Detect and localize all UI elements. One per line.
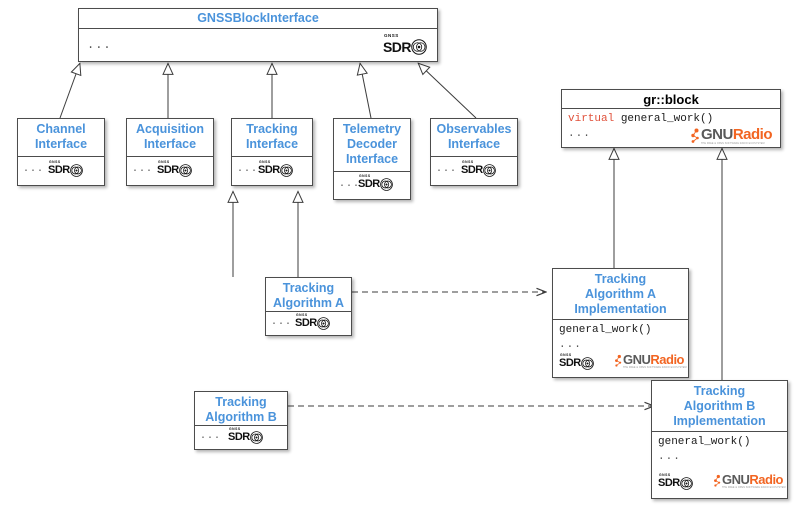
class-title-gnss-block-interface: GNSSBlockInterface: [79, 9, 437, 29]
gnss-sdr-logo-top: GNSS: [383, 33, 399, 38]
gnuradio-logo-gnu: GNU: [623, 352, 651, 367]
method-name: general_work(): [559, 324, 652, 336]
gnss-sdr-logo-top: GNSS: [462, 160, 474, 164]
gnss-sdr-logo-top: GNSS: [560, 353, 572, 357]
gnuradio-logo-tagline: THE FREE & OPEN SOFTWARE RADIO ECOSYSTEM: [623, 366, 687, 369]
members-ellipsis: ...: [658, 451, 681, 463]
class-box-tracking-algorithm-b-impl[interactable]: Tracking Algorithm B Implementation gene…: [651, 380, 788, 499]
gnuradio-logo: GNURadio THE FREE & OPEN SOFTWARE RADIO …: [614, 353, 687, 369]
gnss-sdr-logo: GNSS SDR: [157, 160, 192, 178]
gnss-sdr-dish-icon: [178, 164, 192, 178]
gnss-sdr-dish-icon: [679, 477, 693, 491]
gnuradio-logo-gnu: GNU: [722, 472, 750, 487]
gnss-sdr-logo-text: SDR: [559, 357, 581, 370]
members-ellipsis: ...: [271, 317, 293, 328]
gnss-sdr-logo-text: SDR: [48, 164, 70, 177]
members-ellipsis: ...: [559, 339, 582, 351]
gnss-sdr-dish-icon: [580, 357, 594, 371]
gnuradio-logo: GNURadio THE FREE & OPEN SOFTWARE RADIO …: [713, 473, 786, 489]
gnss-sdr-dish-icon: [69, 164, 83, 178]
gnss-sdr-dish-icon: [482, 164, 496, 178]
gnuradio-logo: GNURadio THE FREE & OPEN SOFTWARE RADIO …: [690, 126, 773, 145]
gnss-sdr-logo-top: GNSS: [49, 160, 61, 164]
gnss-sdr-logo-text: SDR: [358, 178, 380, 191]
class-box-acquisition-interface[interactable]: Acquisition Interface ... GNSS SDR: [126, 118, 214, 186]
gnss-sdr-dish-icon: [411, 38, 427, 55]
members-ellipsis: ...: [132, 164, 154, 175]
class-title-acquisition-interface: Acquisition Interface: [127, 119, 213, 157]
gnss-sdr-dish-icon: [379, 178, 393, 192]
class-box-telemetry-decoder-interface[interactable]: Telemetry Decoder Interface ... GNSS SDR: [333, 118, 411, 200]
class-box-observables-interface[interactable]: Observables Interface ... GNSS SDR: [430, 118, 518, 186]
gnss-sdr-logo-text: SDR: [658, 477, 680, 490]
members-ellipsis: ...: [568, 128, 591, 140]
gnuradio-mark-icon: [615, 355, 622, 367]
class-title-telemetry-decoder-interface: Telemetry Decoder Interface: [334, 119, 410, 172]
gnss-sdr-logo: GNSS SDR: [48, 160, 83, 178]
class-box-tracking-algorithm-a-impl[interactable]: Tracking Algorithm A Implementation gene…: [552, 268, 689, 378]
gnuradio-logo-tagline: THE FREE & OPEN SOFTWARE RADIO ECOSYSTEM: [700, 142, 765, 145]
gnss-sdr-logo: GNSS SDR: [382, 33, 427, 55]
class-box-tracking-algorithm-a[interactable]: Tracking Algorithm A ... GNSS SDR: [265, 277, 352, 336]
gnss-sdr-logo-text: SDR: [157, 164, 179, 177]
gnuradio-logo-tagline: THE FREE & OPEN SOFTWARE RADIO ECOSYSTEM: [722, 486, 786, 489]
wire-channel-to-root: [59, 62, 82, 119]
class-title-observables-interface: Observables Interface: [431, 119, 517, 157]
class-box-gnss-block-interface[interactable]: GNSSBlockInterface ... GNSS SDR: [78, 8, 438, 62]
gnss-sdr-dish-icon: [279, 164, 293, 178]
gnss-sdr-logo-top: GNSS: [229, 427, 241, 431]
gnss-sdr-logo-top: GNSS: [659, 473, 671, 477]
method-name: general_work(): [614, 113, 714, 125]
class-title-tracking-algorithm-b-impl: Tracking Algorithm B Implementation: [652, 381, 787, 432]
wire-telemetry-to-root: [356, 62, 372, 119]
gnss-sdr-logo: GNSS SDR: [258, 160, 293, 178]
gnss-sdr-dish-icon: [249, 431, 263, 445]
class-title-tracking-interface: Tracking Interface: [232, 119, 312, 157]
class-box-tracking-interface[interactable]: Tracking Interface ... GNSS SDR: [231, 118, 313, 186]
class-title-tracking-algorithm-a: Tracking Algorithm A: [266, 278, 351, 312]
class-title-tracking-algorithm-a-impl: Tracking Algorithm A Implementation: [553, 269, 688, 320]
class-title-gr-block: gr::block: [562, 90, 780, 109]
gnss-sdr-dish-icon: [316, 317, 330, 331]
gnss-sdr-logo-top: GNSS: [359, 174, 371, 178]
method-name: general_work(): [658, 436, 751, 448]
class-box-gr-block[interactable]: gr::block virtual general_work() ... GNU…: [561, 89, 781, 148]
members-ellipsis: ...: [200, 431, 222, 442]
gnuradio-logo-radio: Radio: [650, 352, 685, 367]
gnss-sdr-logo: GNSS SDR: [658, 473, 693, 491]
gnss-sdr-logo: GNSS SDR: [228, 427, 263, 445]
members-ellipsis: ...: [237, 164, 259, 175]
gnss-sdr-logo-text: SDR: [228, 431, 250, 444]
gnss-sdr-logo-text: SDR: [295, 317, 317, 330]
class-title-channel-interface: Channel Interface: [18, 119, 104, 157]
gnss-sdr-logo-text: SDR: [258, 164, 280, 177]
gnss-sdr-logo: GNSS SDR: [559, 353, 594, 371]
gnss-sdr-logo: GNSS SDR: [461, 160, 496, 178]
gnss-sdr-logo-top: GNSS: [158, 160, 170, 164]
gnss-sdr-logo-text: SDR: [461, 164, 483, 177]
method-signature: virtual general_work(): [568, 113, 713, 125]
wire-observables-to-root: [417, 62, 477, 119]
gnuradio-mark-icon: [691, 128, 699, 144]
class-title-tracking-algorithm-b: Tracking Algorithm B: [195, 392, 287, 426]
gnss-sdr-logo-top: GNSS: [296, 313, 308, 317]
members-ellipsis: ...: [339, 179, 361, 190]
members-ellipsis: ...: [23, 164, 45, 175]
keyword-virtual: virtual: [568, 113, 615, 125]
gnuradio-mark-icon: [714, 475, 721, 487]
gnss-sdr-logo: GNSS SDR: [295, 313, 330, 331]
gnuradio-logo-radio: Radio: [749, 472, 784, 487]
gnuradio-logo-radio: Radio: [732, 126, 773, 143]
class-box-tracking-algorithm-b[interactable]: Tracking Algorithm B ... GNSS SDR: [194, 391, 288, 450]
class-box-channel-interface[interactable]: Channel Interface ... GNSS SDR: [17, 118, 105, 186]
gnss-sdr-logo-top: GNSS: [259, 160, 271, 164]
members-ellipsis: ...: [87, 38, 112, 52]
gnss-sdr-logo: GNSS SDR: [358, 174, 393, 192]
members-ellipsis: ...: [436, 164, 458, 175]
gnss-sdr-logo-text: SDR: [382, 38, 412, 55]
gnuradio-logo-gnu: GNU: [700, 126, 733, 143]
